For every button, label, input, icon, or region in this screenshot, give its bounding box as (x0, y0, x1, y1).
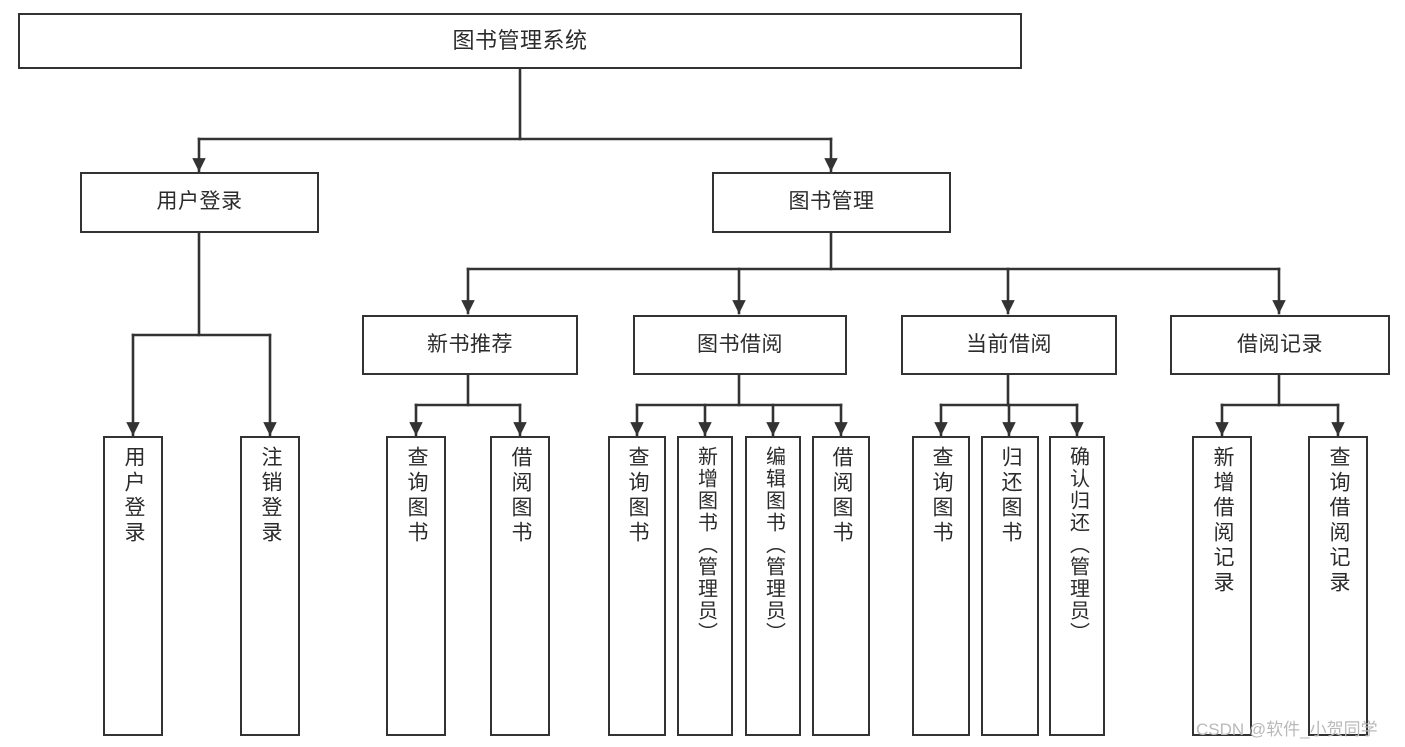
node-leaf-add-record[interactable]: 新增借阅记录 (1192, 436, 1252, 736)
node-leaf-return-book[interactable]: 归还图书 (981, 436, 1039, 736)
node-leaf-query-record[interactable]: 查询借阅记录 (1308, 436, 1368, 736)
node-leaf-logout-label: 注销登录 (259, 446, 283, 546)
node-leaf-confirm-return-label: 确认归还（管理员） (1066, 446, 1089, 644)
node-leaf-query-book-3[interactable]: 查询图书 (912, 436, 970, 736)
node-leaf-borrow-book-1-label: 借阅图书 (509, 446, 533, 546)
node-current-borrow[interactable]: 当前借阅 (901, 315, 1117, 375)
node-root-label: 图书管理系统 (452, 28, 588, 54)
node-leaf-query-book-3-label: 查询图书 (930, 446, 954, 546)
node-leaf-borrow-book-1[interactable]: 借阅图书 (490, 436, 550, 736)
node-borrow-record[interactable]: 借阅记录 (1170, 315, 1390, 375)
node-new-book-recommend-label: 新书推荐 (427, 332, 513, 356)
node-leaf-add-book-label: 新增图书（管理员） (694, 446, 717, 644)
node-current-borrow-label: 当前借阅 (966, 332, 1052, 356)
node-leaf-return-book-label: 归还图书 (999, 446, 1023, 546)
node-leaf-query-book-1-label: 查询图书 (405, 446, 429, 546)
csdn-watermark: CSDN @软件_小贺同学 (1196, 720, 1378, 739)
node-book-admin-label: 图书管理 (788, 190, 875, 214)
node-leaf-edit-book[interactable]: 编辑图书（管理员） (745, 436, 801, 736)
node-leaf-edit-book-label: 编辑图书（管理员） (762, 446, 785, 644)
node-leaf-add-book[interactable]: 新增图书（管理员） (677, 436, 733, 736)
node-borrow-record-label: 借阅记录 (1237, 332, 1323, 356)
node-leaf-query-book-1[interactable]: 查询图书 (386, 436, 446, 736)
node-book-admin[interactable]: 图书管理 (712, 172, 951, 233)
node-leaf-user-login-label: 用户登录 (122, 446, 146, 546)
node-new-book-recommend[interactable]: 新书推荐 (362, 315, 578, 375)
node-leaf-add-record-label: 新增借阅记录 (1211, 446, 1235, 596)
node-book-borrow-label: 图书借阅 (697, 332, 783, 356)
node-user-login-label: 用户登录 (156, 190, 243, 214)
node-leaf-query-book-2-label: 查询图书 (626, 446, 650, 546)
node-book-borrow[interactable]: 图书借阅 (633, 315, 847, 375)
node-leaf-borrow-book-2[interactable]: 借阅图书 (812, 436, 870, 736)
node-leaf-query-book-2[interactable]: 查询图书 (608, 436, 666, 736)
node-leaf-user-login[interactable]: 用户登录 (103, 436, 163, 736)
node-leaf-logout[interactable]: 注销登录 (240, 436, 300, 736)
node-leaf-confirm-return[interactable]: 确认归还（管理员） (1049, 436, 1105, 736)
node-leaf-query-record-label: 查询借阅记录 (1327, 446, 1351, 596)
node-user-login[interactable]: 用户登录 (80, 172, 319, 233)
node-root[interactable]: 图书管理系统 (18, 13, 1022, 69)
node-leaf-borrow-book-2-label: 借阅图书 (830, 446, 854, 546)
